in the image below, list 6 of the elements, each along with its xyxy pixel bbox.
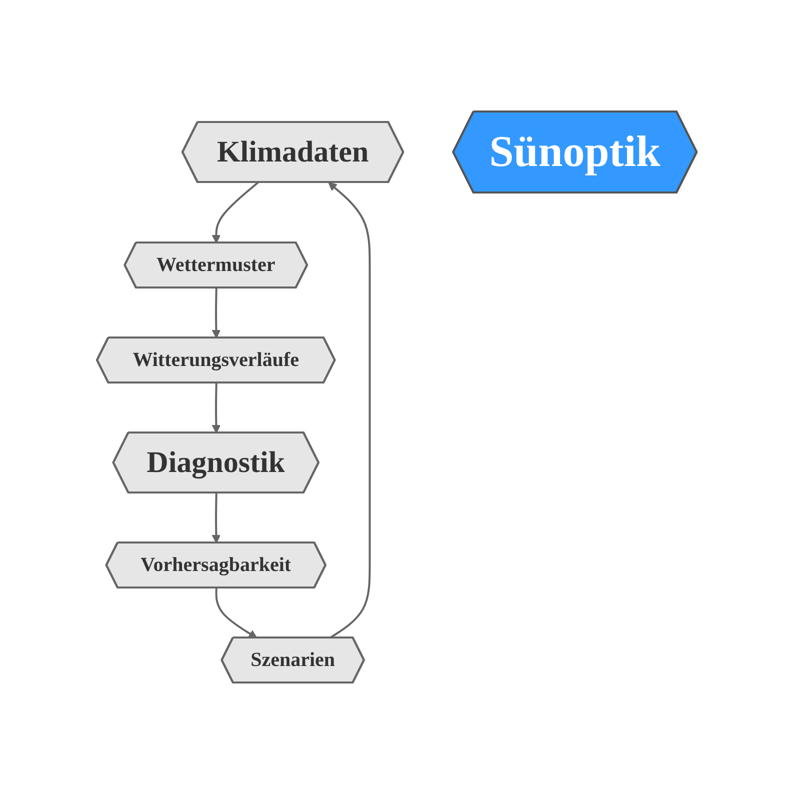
arrow [212,382,221,434]
arrow [212,288,221,338]
arrow [212,182,259,244]
arrow [328,182,371,639]
arrow [212,492,221,544]
arrow [215,588,258,638]
